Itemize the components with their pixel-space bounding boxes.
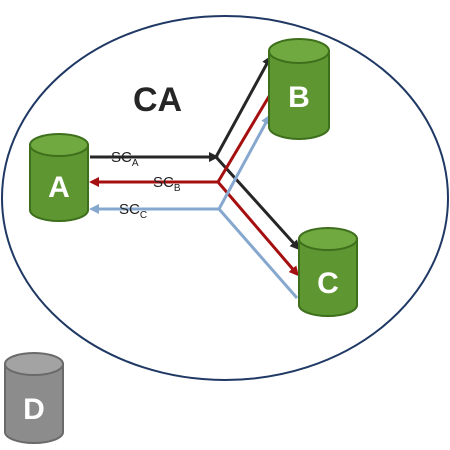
sc-a-label: SCA (111, 149, 139, 169)
node-d-top (4, 352, 64, 376)
node-d-cylinder[interactable]: D (4, 352, 64, 444)
node-c-label: C (317, 267, 339, 300)
node-c-body (298, 238, 358, 317)
node-b-label: B (288, 81, 310, 114)
node-c-cylinder[interactable]: C (298, 227, 358, 317)
node-c-top (298, 227, 358, 251)
sc-a-arrow-hub-to-c (214, 155, 301, 251)
sc-b-arrow-hub-to-c (216, 181, 299, 277)
node-d-body (4, 363, 64, 444)
node-b-body (268, 50, 330, 140)
node-b-top (268, 38, 330, 64)
channel-sc-c-arrows (89, 114, 299, 299)
sc-c-label: SCC (119, 201, 147, 221)
ca-region-boundary (1, 15, 449, 381)
sc-a-arrow-hub-to-b (214, 55, 272, 158)
channel-sc-a-arrows (90, 55, 301, 251)
node-a-cylinder[interactable]: A (29, 133, 89, 222)
node-b-cylinder[interactable]: B (268, 38, 330, 140)
sc-b-label: SCB (153, 174, 181, 194)
node-a-top (29, 133, 89, 157)
node-d-label: D (23, 393, 45, 426)
sc-c-arrow-hub-to-b (217, 114, 271, 210)
ca-region-label: CA (133, 81, 182, 119)
node-a-body (29, 144, 89, 222)
sc-c-arrow-c-to-hub (217, 208, 299, 299)
sc-b-arrow-b-to-hub (216, 87, 276, 183)
channel-sc-b-arrows (89, 87, 299, 277)
node-a-label: A (48, 171, 70, 204)
